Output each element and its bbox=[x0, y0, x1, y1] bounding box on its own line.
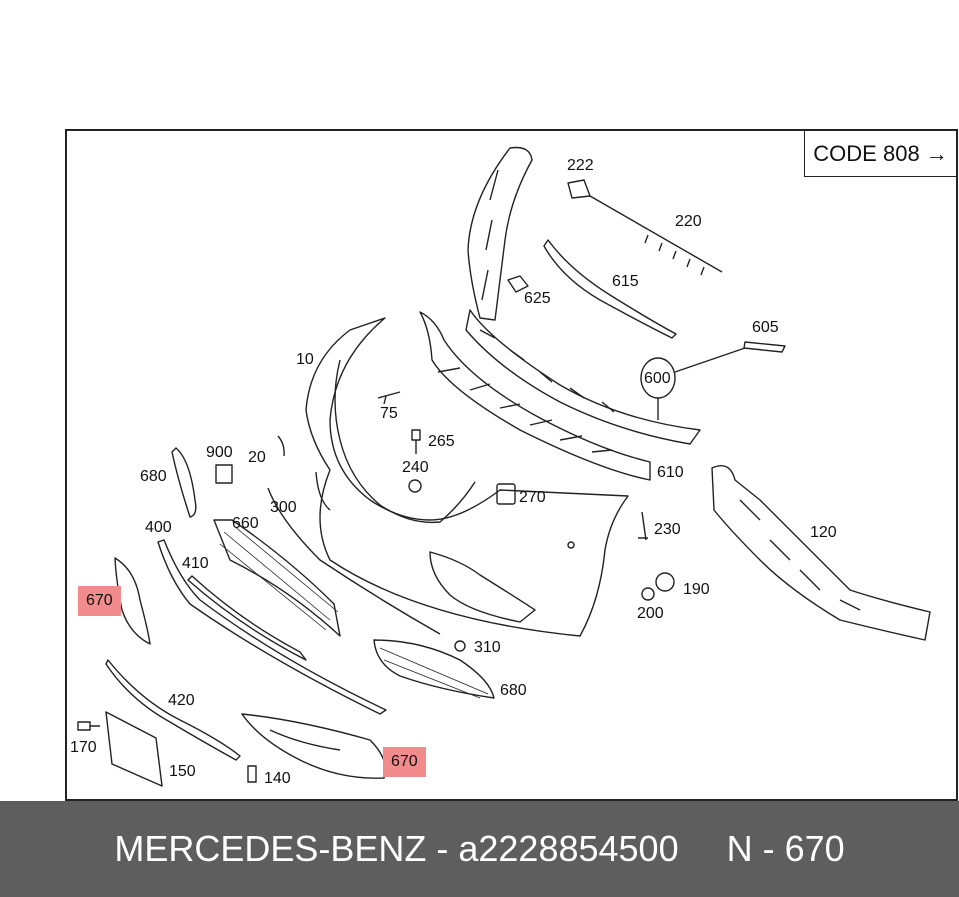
part-label-300[interactable]: 300 bbox=[270, 499, 297, 516]
footer-separator: - bbox=[426, 828, 459, 869]
part-label-615[interactable]: 615 bbox=[612, 273, 639, 290]
part-label-270[interactable]: 270 bbox=[519, 489, 546, 506]
part-label-265[interactable]: 265 bbox=[428, 433, 455, 450]
part-670-bottom bbox=[241, 713, 387, 779]
arrow-right-icon: → bbox=[925, 140, 948, 166]
position-number: N - 670 bbox=[726, 828, 845, 869]
code-808-box: CODE 808 → bbox=[804, 131, 956, 177]
bracket-120 bbox=[711, 465, 931, 641]
part-label-140[interactable]: 140 bbox=[264, 770, 291, 787]
part-label-680-lower[interactable]: 680 bbox=[500, 682, 527, 699]
part-label-680-upper[interactable]: 680 bbox=[140, 468, 167, 485]
brand-name: MERCEDES-BENZ bbox=[114, 828, 427, 869]
rail-600 bbox=[465, 309, 701, 445]
highlighted-part-670-left[interactable]: 670 bbox=[78, 586, 121, 616]
part-label-400[interactable]: 400 bbox=[145, 519, 172, 536]
part-label-220[interactable]: 220 bbox=[675, 213, 702, 230]
part-label-605[interactable]: 605 bbox=[752, 319, 779, 336]
grille-660 bbox=[213, 519, 341, 637]
vertical-bracket bbox=[467, 146, 533, 321]
part-label-222[interactable]: 222 bbox=[567, 157, 594, 174]
part-label-150[interactable]: 150 bbox=[169, 763, 196, 780]
part-label-660[interactable]: 660 bbox=[232, 515, 259, 532]
part-label-120[interactable]: 120 bbox=[810, 524, 837, 541]
highlighted-part-670-bottom[interactable]: 670 bbox=[383, 747, 426, 777]
part-label-900[interactable]: 900 bbox=[206, 444, 233, 461]
part-label-600[interactable]: 600 bbox=[644, 370, 671, 387]
part-label-230[interactable]: 230 bbox=[654, 521, 681, 538]
part-number: a2228854500 bbox=[458, 828, 679, 869]
part-label-420[interactable]: 420 bbox=[168, 692, 195, 709]
part-label-625[interactable]: 625 bbox=[524, 290, 551, 307]
grille-680-lower bbox=[373, 639, 495, 699]
grille-680-upper bbox=[171, 447, 197, 518]
part-label-10[interactable]: 10 bbox=[296, 351, 314, 368]
part-label-610[interactable]: 610 bbox=[657, 464, 684, 481]
diagram-frame bbox=[65, 129, 958, 801]
part-label-200[interactable]: 200 bbox=[637, 605, 664, 622]
part-label-310[interactable]: 310 bbox=[474, 639, 501, 656]
part-label-190[interactable]: 190 bbox=[683, 581, 710, 598]
bumper-cover bbox=[305, 317, 629, 637]
part-label-75[interactable]: 75 bbox=[380, 405, 398, 422]
part-label-20[interactable]: 20 bbox=[248, 449, 266, 466]
part-label-410[interactable]: 410 bbox=[182, 555, 209, 572]
part-label-170[interactable]: 170 bbox=[70, 739, 97, 756]
bracket-610 bbox=[419, 311, 651, 481]
part-info-footer: MERCEDES-BENZ - a2228854500 N - 670 bbox=[0, 801, 959, 897]
code-label: CODE 808 bbox=[813, 140, 920, 166]
parts-drawing bbox=[77, 146, 931, 787]
part-label-240[interactable]: 240 bbox=[402, 459, 429, 476]
